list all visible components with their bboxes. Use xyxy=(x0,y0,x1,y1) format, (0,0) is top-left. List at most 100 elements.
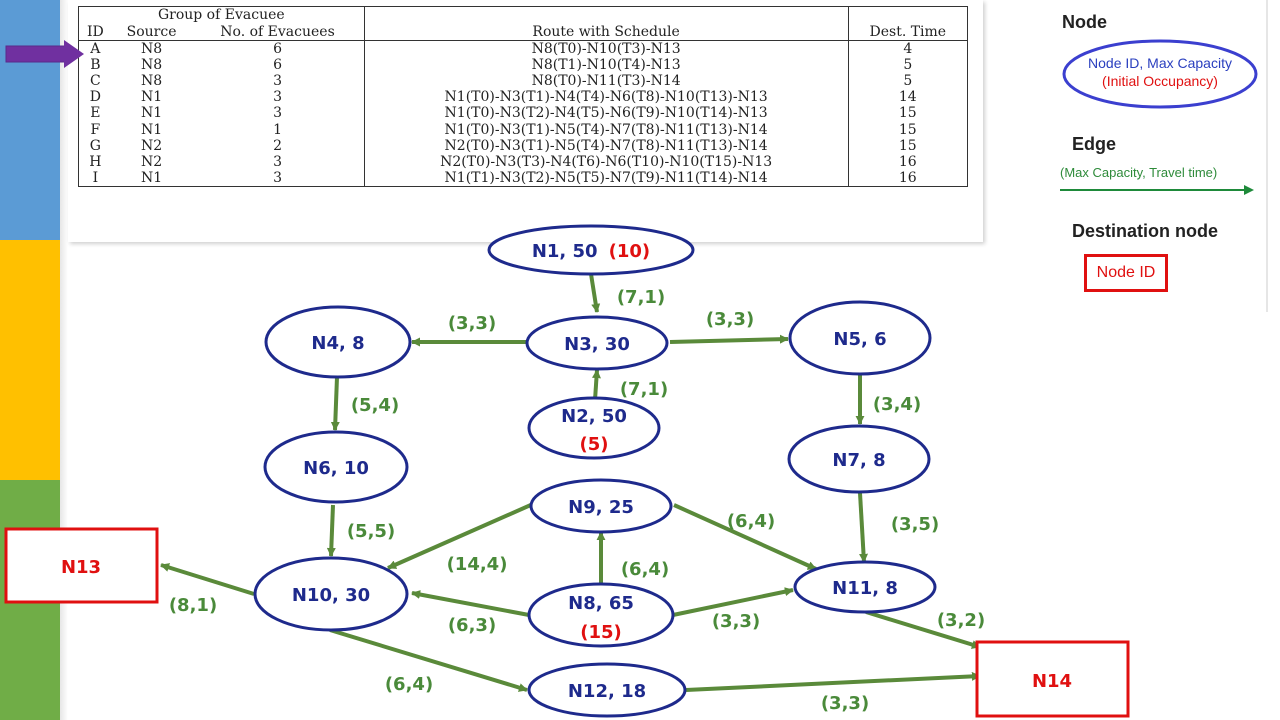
node-n3-label: N3, 30 xyxy=(564,334,630,355)
node-n6-label: N6, 10 xyxy=(303,458,369,479)
evacuee-table: Group of Evacuee ID Source No. of Evacue… xyxy=(77,6,969,187)
group-header: Group of Evacuee xyxy=(78,6,365,24)
cell-id: A xyxy=(77,40,112,58)
edge-label-n6-n10: (5,5) xyxy=(347,521,395,542)
cell-route: N1(T0)-N3(T2)-N4(T5)-N6(T9)-N10(T14)-N13 xyxy=(363,105,849,122)
edge-n2-n3 xyxy=(591,369,601,401)
node-n2-label: N2, 50 xyxy=(561,406,627,427)
graph-edges xyxy=(160,273,981,692)
node-n8-occupancy: (15) xyxy=(580,622,622,643)
edge-n3-n5 xyxy=(669,334,789,344)
legend-panel: Node Node ID, Max Capacity (Initial Occu… xyxy=(1048,0,1268,312)
cell-source: N8 xyxy=(140,41,163,58)
legend-dest-title: Destination node xyxy=(1072,221,1219,241)
node-n3: N3, 30 xyxy=(525,315,669,371)
sidebar-band-blue xyxy=(0,0,60,240)
col-header-evacuees: No. of Evacuees xyxy=(191,23,365,42)
legend-edge-arrowhead-icon xyxy=(1244,185,1254,195)
edge-label-n2-n3: (7,1) xyxy=(620,379,668,400)
node-n10-label: N10, 30 xyxy=(292,585,370,606)
node-n2-occupancy: (5) xyxy=(580,434,609,455)
node-n5: N5, 6 xyxy=(788,300,932,376)
node-n11-label: N11, 8 xyxy=(832,578,898,599)
graph-nodes: N1, 50 (10) N3, 30 N4, 8 N5, 6 N2, 50 (5… xyxy=(4,224,1130,718)
cell-route: N1(T0)-N3(T1)-N5(T4)-N7(T8)-N11(T13)-N14 xyxy=(363,121,849,138)
edge-label-n8-n11: (3,3) xyxy=(712,611,760,632)
legend-dest-sample: Node ID xyxy=(1084,254,1168,292)
cell-source: N1 xyxy=(140,89,163,106)
edge-label-n10-n13: (8,1) xyxy=(169,595,217,616)
edge-n6-n10 xyxy=(326,504,336,557)
cell-id: I xyxy=(77,169,112,187)
node-n7-label: N7, 8 xyxy=(832,450,885,471)
row-pointer-arrow-icon xyxy=(5,40,84,68)
edge-label-n12-n14: (3,3) xyxy=(821,693,869,714)
legend-edge-label: (Max Capacity, Travel time) xyxy=(1060,165,1218,180)
edge-n9-n10 xyxy=(387,502,534,570)
edge-label-n11-n14: (3,2) xyxy=(937,610,985,631)
cell-source: N2 xyxy=(140,153,163,170)
cell-evacuees: 3 xyxy=(273,89,282,106)
cell-route: N8(T1)-N10(T4)-N13 xyxy=(363,57,849,74)
cell-evacuees: 1 xyxy=(273,121,282,138)
edge-label-n1-n3: (7,1) xyxy=(617,287,665,308)
col-header-source: Source xyxy=(111,23,192,42)
sidebar-shadow xyxy=(60,0,68,720)
edge-label-n9-n10: (14,4) xyxy=(447,554,508,575)
edge-n10-n12 xyxy=(329,628,528,692)
graph-edge-labels: (7,1) (3,3) (3,3) (7,1) (5,4) (3,4) (5,5… xyxy=(169,287,985,714)
cell-evacuees: 6 xyxy=(273,41,282,58)
edge-n8-n11 xyxy=(672,587,794,617)
col-header-id: ID xyxy=(77,23,112,42)
sidebar-band-yellow xyxy=(0,240,60,480)
node-n7: N7, 8 xyxy=(787,424,931,494)
edge-label-n7-n11: (3,5) xyxy=(891,514,939,535)
cell-route: N2(T0)-N3(T3)-N4(T6)-N6(T10)-N10(T15)-N1… xyxy=(363,153,849,170)
legend-node-line2: (Initial Occupancy) xyxy=(1102,73,1218,89)
edge-label-n9-n11: (6,4) xyxy=(727,511,775,532)
cell-route: N8(T0)-N11(T3)-N14 xyxy=(363,73,849,90)
table-header-row: ID Source No. of Evacuees Route with Sch… xyxy=(77,23,969,42)
route-header-spacer xyxy=(363,6,849,24)
node-n2: N2, 50 (5) xyxy=(527,396,661,460)
node-n8: N8, 65 (15) xyxy=(527,582,675,648)
cell-dest-time: 15 xyxy=(847,121,969,138)
cell-dest-time: 16 xyxy=(847,169,969,187)
node-n10: N10, 30 xyxy=(253,556,409,632)
edge-n4-n6 xyxy=(330,376,340,431)
svg-text:N1, 50 (10): N1, 50 (10) xyxy=(532,241,650,262)
cell-dest-time: 4 xyxy=(847,40,969,58)
node-n9-label: N9, 25 xyxy=(568,497,634,518)
node-n12-label: N12, 18 xyxy=(568,681,646,702)
node-n14-label: N14 xyxy=(1032,671,1072,692)
cell-dest-time: 5 xyxy=(847,57,969,74)
edge-label-n3-n4: (3,3) xyxy=(448,313,496,334)
edge-n12-n14 xyxy=(685,671,981,692)
edge-label-n4-n6: (5,4) xyxy=(351,395,399,416)
cell-source: N8 xyxy=(140,73,163,90)
cell-id: B xyxy=(77,57,112,74)
table-group-header-row: Group of Evacuee xyxy=(78,6,969,24)
edge-n11-n14 xyxy=(865,610,981,649)
cell-evacuees: 3 xyxy=(273,73,282,90)
cell-id: G xyxy=(77,137,112,154)
node-n9: N9, 25 xyxy=(529,478,673,534)
legend-edge-title: Edge xyxy=(1072,134,1117,154)
col-header-dest-time: Dest. Time xyxy=(847,23,969,42)
evacuee-table-panel: Group of Evacuee ID Source No. of Evacue… xyxy=(68,0,983,242)
cell-id: F xyxy=(77,121,112,138)
cell-route: N1(T1)-N3(T2)-N5(T5)-N7(T9)-N11(T14)-N14 xyxy=(363,169,849,187)
node-n6: N6, 10 xyxy=(263,430,409,504)
cell-id: H xyxy=(77,153,112,170)
cell-source: N2 xyxy=(140,137,163,154)
node-n12: N12, 18 xyxy=(527,662,687,718)
node-n4: N4, 8 xyxy=(264,305,412,379)
edge-n1-n3 xyxy=(589,273,601,313)
node-n13-label: N13 xyxy=(61,557,101,578)
cell-evacuees: 3 xyxy=(273,105,282,122)
